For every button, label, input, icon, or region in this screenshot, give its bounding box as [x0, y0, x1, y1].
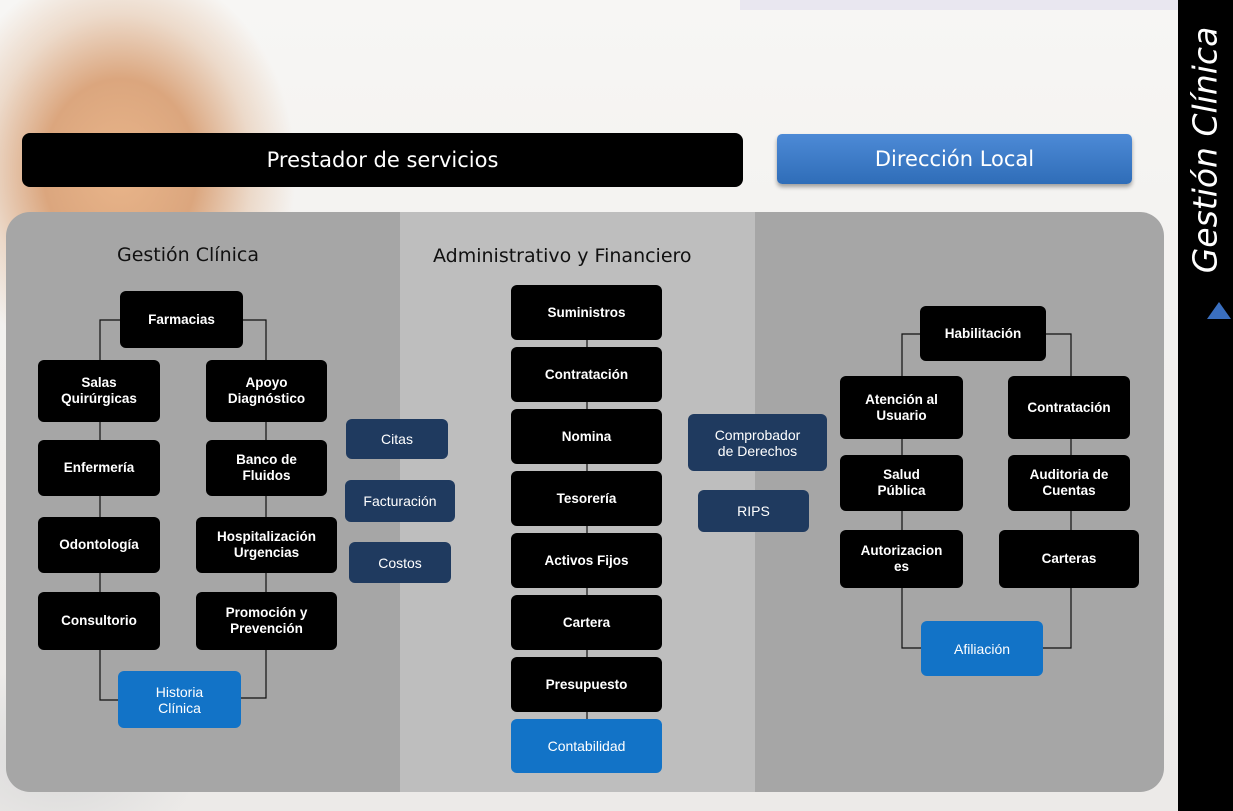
citas-box[interactable]: Citas — [346, 419, 448, 459]
enfermeria-box[interactable]: Enfermería — [38, 440, 160, 496]
historia-clinica-box[interactable]: Historia Clínica — [118, 671, 241, 728]
banco-fluidos-box[interactable]: Banco de Fluidos — [206, 440, 327, 496]
admin-item-box[interactable]: Activos Fijos — [511, 533, 662, 588]
apoyo-diagnostico-box[interactable]: Apoyo Diagnóstico — [206, 360, 327, 422]
contratacion-box[interactable]: Contratación — [1008, 376, 1130, 439]
admin-item-box[interactable]: Suministros — [511, 285, 662, 340]
provider-header[interactable]: Prestador de servicios — [22, 133, 743, 187]
salud-publica-box[interactable]: Salud Pública — [840, 455, 963, 511]
promocion-prevencion-box[interactable]: Promoción y Prevención — [196, 592, 337, 650]
atencion-usuario-box[interactable]: Atención al Usuario — [840, 376, 963, 439]
carteras-box[interactable]: Carteras — [999, 530, 1139, 588]
afiliacion-box[interactable]: Afiliación — [921, 621, 1043, 676]
clinical-section-title: Gestión Clínica — [117, 244, 259, 266]
auditoria-cuentas-box[interactable]: Auditoria de Cuentas — [1008, 455, 1130, 511]
comprobador-derechos-box[interactable]: Comprobador de Derechos — [688, 414, 827, 471]
habilitacion-box[interactable]: Habilitación — [920, 306, 1046, 361]
admin-item-box[interactable]: Presupuesto — [511, 657, 662, 712]
sidebar-title: Gestión Clínica — [1185, 26, 1225, 274]
sidebar — [1178, 0, 1233, 811]
top-band — [740, 0, 1178, 10]
rips-box[interactable]: RIPS — [698, 490, 809, 532]
local-direction-button[interactable]: Dirección Local — [777, 134, 1132, 184]
admin-item-box[interactable]: Nomina — [511, 409, 662, 464]
admin-section-title: Administrativo y Financiero — [433, 245, 692, 267]
salas-quirurgicas-box[interactable]: Salas Quirúrgicas — [38, 360, 160, 422]
contabilidad-box[interactable]: Contabilidad — [511, 719, 662, 773]
admin-item-box[interactable]: Contratación — [511, 347, 662, 402]
farmacias-box[interactable]: Farmacias — [120, 291, 243, 348]
triangle-up-icon[interactable] — [1207, 302, 1231, 319]
admin-item-box[interactable]: Tesorería — [511, 471, 662, 526]
facturacion-box[interactable]: Facturación — [345, 480, 455, 522]
admin-item-box[interactable]: Cartera — [511, 595, 662, 650]
autorizaciones-box[interactable]: Autorizacion es — [840, 530, 963, 588]
costos-box[interactable]: Costos — [349, 542, 451, 583]
hospitalizacion-urgencias-box[interactable]: Hospitalización Urgencias — [196, 517, 337, 573]
odontologia-box[interactable]: Odontología — [38, 517, 160, 573]
consultorio-box[interactable]: Consultorio — [38, 592, 160, 650]
